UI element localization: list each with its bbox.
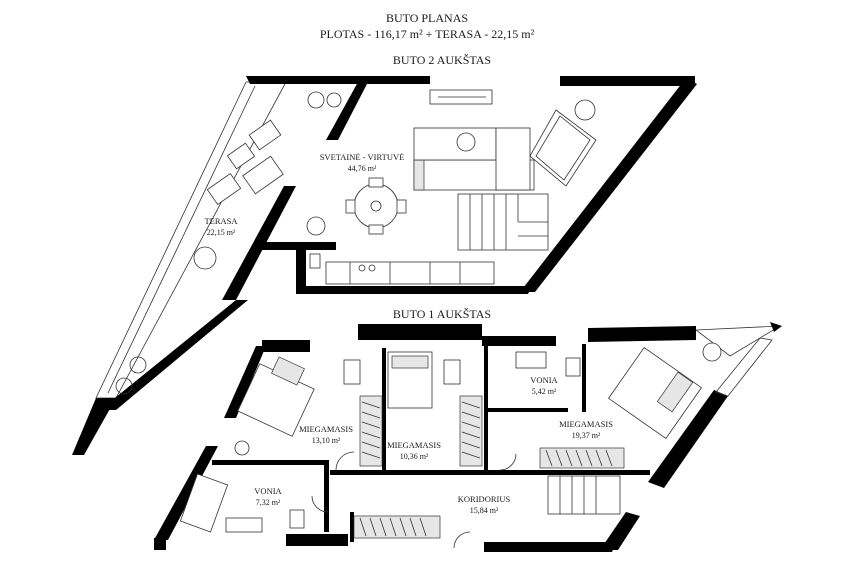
bedroom2-area: 10,36 m²	[400, 452, 429, 461]
lower-bottom-wall-c	[484, 542, 616, 552]
bath1-area: 5,42 m²	[532, 387, 557, 396]
wardrobe-icon	[359, 395, 383, 467]
terrace-lounge-set	[115, 91, 342, 395]
bedroom1-name: MIEGAMASIS	[299, 424, 353, 434]
upper-bottom-wall	[296, 286, 532, 294]
bed-icon	[607, 346, 703, 440]
toilet-icon	[565, 357, 581, 377]
plant-icon	[306, 216, 326, 236]
lower-left-wall-lower	[154, 446, 218, 540]
living-room-area: 44,76 m²	[348, 164, 377, 173]
upper-left-stub-wall	[296, 250, 306, 294]
sink-icon	[515, 351, 547, 369]
living-terrace-wall-lower	[222, 186, 296, 300]
bedroom3-area: 19,37 m²	[572, 431, 601, 440]
lower-top-wall-d	[588, 326, 696, 342]
coffee-table	[413, 127, 497, 161]
armchair-icon	[495, 127, 531, 191]
round-table	[193, 246, 217, 270]
lower-left-wall-upper	[224, 346, 266, 418]
bath2-name: VONIA	[254, 486, 282, 496]
bath1-bottom-wall	[488, 408, 568, 412]
lower-bottom-wall-b	[286, 534, 348, 546]
plant-icon	[307, 91, 325, 109]
stairs-icon	[457, 193, 549, 251]
corridor-name: KORIDORIUS	[458, 494, 511, 504]
terrace-outer-wall	[100, 300, 248, 410]
lower-floor-title: BUTO 1 AUKŠTAS	[393, 307, 491, 321]
bedroom1-area: 13,10 m²	[312, 436, 341, 445]
dining-table-icon	[345, 177, 407, 235]
plant-icon	[574, 99, 596, 121]
stairs-icon	[547, 475, 621, 515]
corridor-top-wall	[330, 470, 650, 475]
rug	[529, 109, 597, 187]
lower-right-glazing	[715, 337, 773, 397]
terrace-area: 22,15 m²	[207, 228, 236, 237]
bath1-right-wall	[582, 344, 586, 412]
bath2-area: 7,32 m²	[256, 498, 281, 507]
bed-icon	[237, 356, 315, 437]
lower-top-wall-c	[482, 336, 556, 346]
bath2-right-wall	[324, 460, 329, 532]
north-arrow-icon	[770, 322, 782, 332]
living-room-name: SVETAINĖ - VIRTUVĖ	[320, 152, 405, 162]
lower-top-wall-a	[262, 340, 310, 352]
wardrobe-icon	[353, 515, 441, 539]
plan-area-line: PLOTAS - 116,17 m² + TERASA - 22,15 m²	[320, 27, 535, 41]
plant-icon	[234, 440, 250, 456]
terrace-name: TERASA	[204, 216, 238, 226]
bedroom-divider-2	[484, 344, 488, 472]
lower-bottom-wall-a	[154, 538, 166, 550]
armchair-icon	[702, 342, 722, 362]
door-swings	[311, 451, 517, 549]
upper-top-wall-right	[560, 76, 695, 86]
lower-top-wall-b	[358, 324, 482, 340]
bedroom-divider-1	[382, 348, 386, 472]
bedroom3-name: MIEGAMASIS	[559, 419, 613, 429]
living-terrace-wall-upper	[326, 82, 368, 140]
sofa-icon	[242, 155, 284, 195]
bath1-name: VONIA	[530, 375, 558, 385]
kitchen-counter	[325, 261, 495, 285]
bedroom2-name: MIEGAMASIS	[387, 440, 441, 450]
bed-icon	[387, 351, 433, 409]
bath2-top-wall	[212, 460, 328, 465]
wardrobe-icon	[539, 447, 625, 469]
terrace-glass-line	[107, 85, 256, 394]
toilet-icon	[289, 509, 305, 529]
lower-right-wall-bottom	[600, 512, 640, 550]
upper-floor-title: BUTO 2 AUKŠTAS	[393, 53, 491, 67]
armchair-icon	[248, 119, 282, 151]
corridor-area: 15,84 m²	[470, 506, 499, 515]
terrace-tip-wall	[72, 398, 116, 455]
plan-title: BUTO PLANAS	[386, 11, 468, 25]
corridor-left-stub	[350, 512, 354, 542]
sink-icon	[225, 517, 263, 533]
bathtub-icon	[179, 473, 229, 533]
upper-floor: SVETAINĖ - VIRTUVĖ 44,76 m² TERASA 22,15…	[72, 76, 697, 455]
lower-right-wall	[648, 390, 728, 488]
plant-icon	[456, 132, 476, 152]
wardrobe-icon	[459, 395, 483, 467]
desk-icon	[443, 359, 461, 385]
upper-top-wall-left	[246, 76, 430, 84]
plant-icon	[129, 356, 147, 374]
lower-floor: MIEGAMASIS 13,10 m² MIEGAMASIS 10,36 m² …	[154, 322, 782, 552]
upper-right-wall	[520, 78, 697, 292]
upper-left-ledge-wall	[260, 242, 336, 250]
small-toilet-icon	[309, 253, 321, 269]
desk-icon	[343, 359, 361, 385]
